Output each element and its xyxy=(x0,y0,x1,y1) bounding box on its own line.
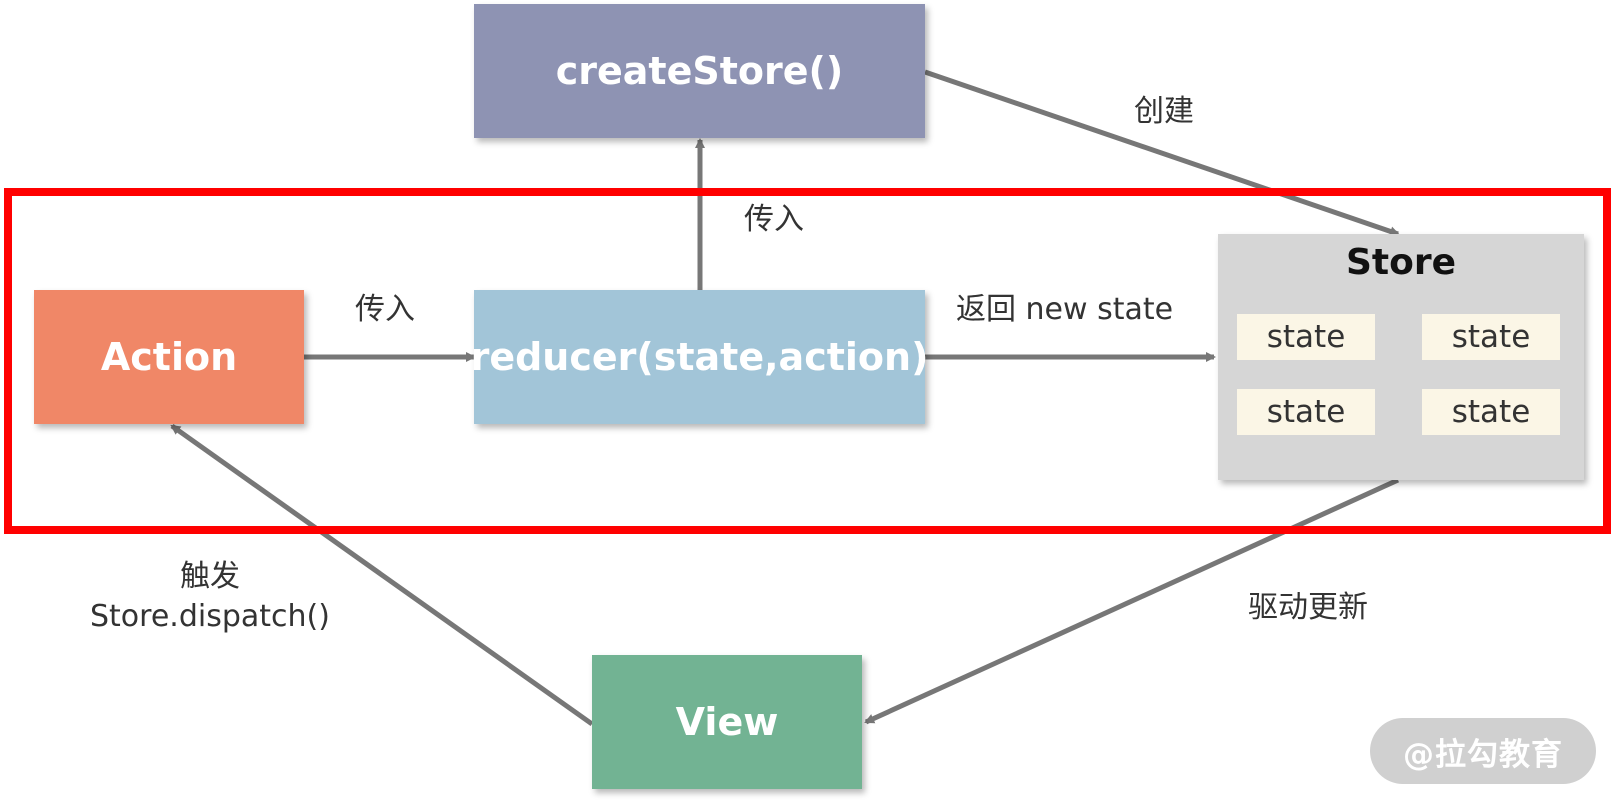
edge-label-trigger-line1: 触发 xyxy=(179,559,240,594)
edge-label-drive-update: 驱动更新 xyxy=(1248,590,1368,625)
createstore-label: createStore() xyxy=(555,49,844,93)
state-chip: state xyxy=(1422,389,1560,435)
edge-label-trigger-line2: Store.dispatch() xyxy=(90,599,330,634)
store-box: Store state state state state xyxy=(1218,234,1584,480)
view-box: View xyxy=(592,655,862,789)
reducer-box: reducer(state,action) xyxy=(471,290,928,424)
state-chip: state xyxy=(1237,314,1375,360)
edge-label-trigger: 触发 Store.dispatch() xyxy=(90,557,330,637)
arrow-store-to-view xyxy=(864,477,1400,725)
store-title: Store xyxy=(1345,242,1457,283)
edge-label-pass-right: 传入 xyxy=(355,292,415,327)
edge-label-create: 创建 xyxy=(1134,94,1194,129)
state-chip: state xyxy=(1237,389,1375,435)
view-label: View xyxy=(675,700,779,744)
action-label: Action xyxy=(100,335,238,379)
watermark-badge: @拉勾教育 xyxy=(1370,718,1596,784)
state-chip: state xyxy=(1422,314,1560,360)
arrow-createstore-to-store xyxy=(924,69,1400,237)
arrow-view-to-action xyxy=(170,423,594,727)
createstore-box: createStore() xyxy=(474,4,925,138)
action-box: Action xyxy=(34,290,304,424)
watermark-text: @拉勾教育 xyxy=(1403,736,1563,773)
edge-label-return: 返回 new state xyxy=(956,292,1174,327)
reducer-label: reducer(state,action) xyxy=(470,335,929,379)
edge-label-pass-up: 传入 xyxy=(744,202,804,237)
